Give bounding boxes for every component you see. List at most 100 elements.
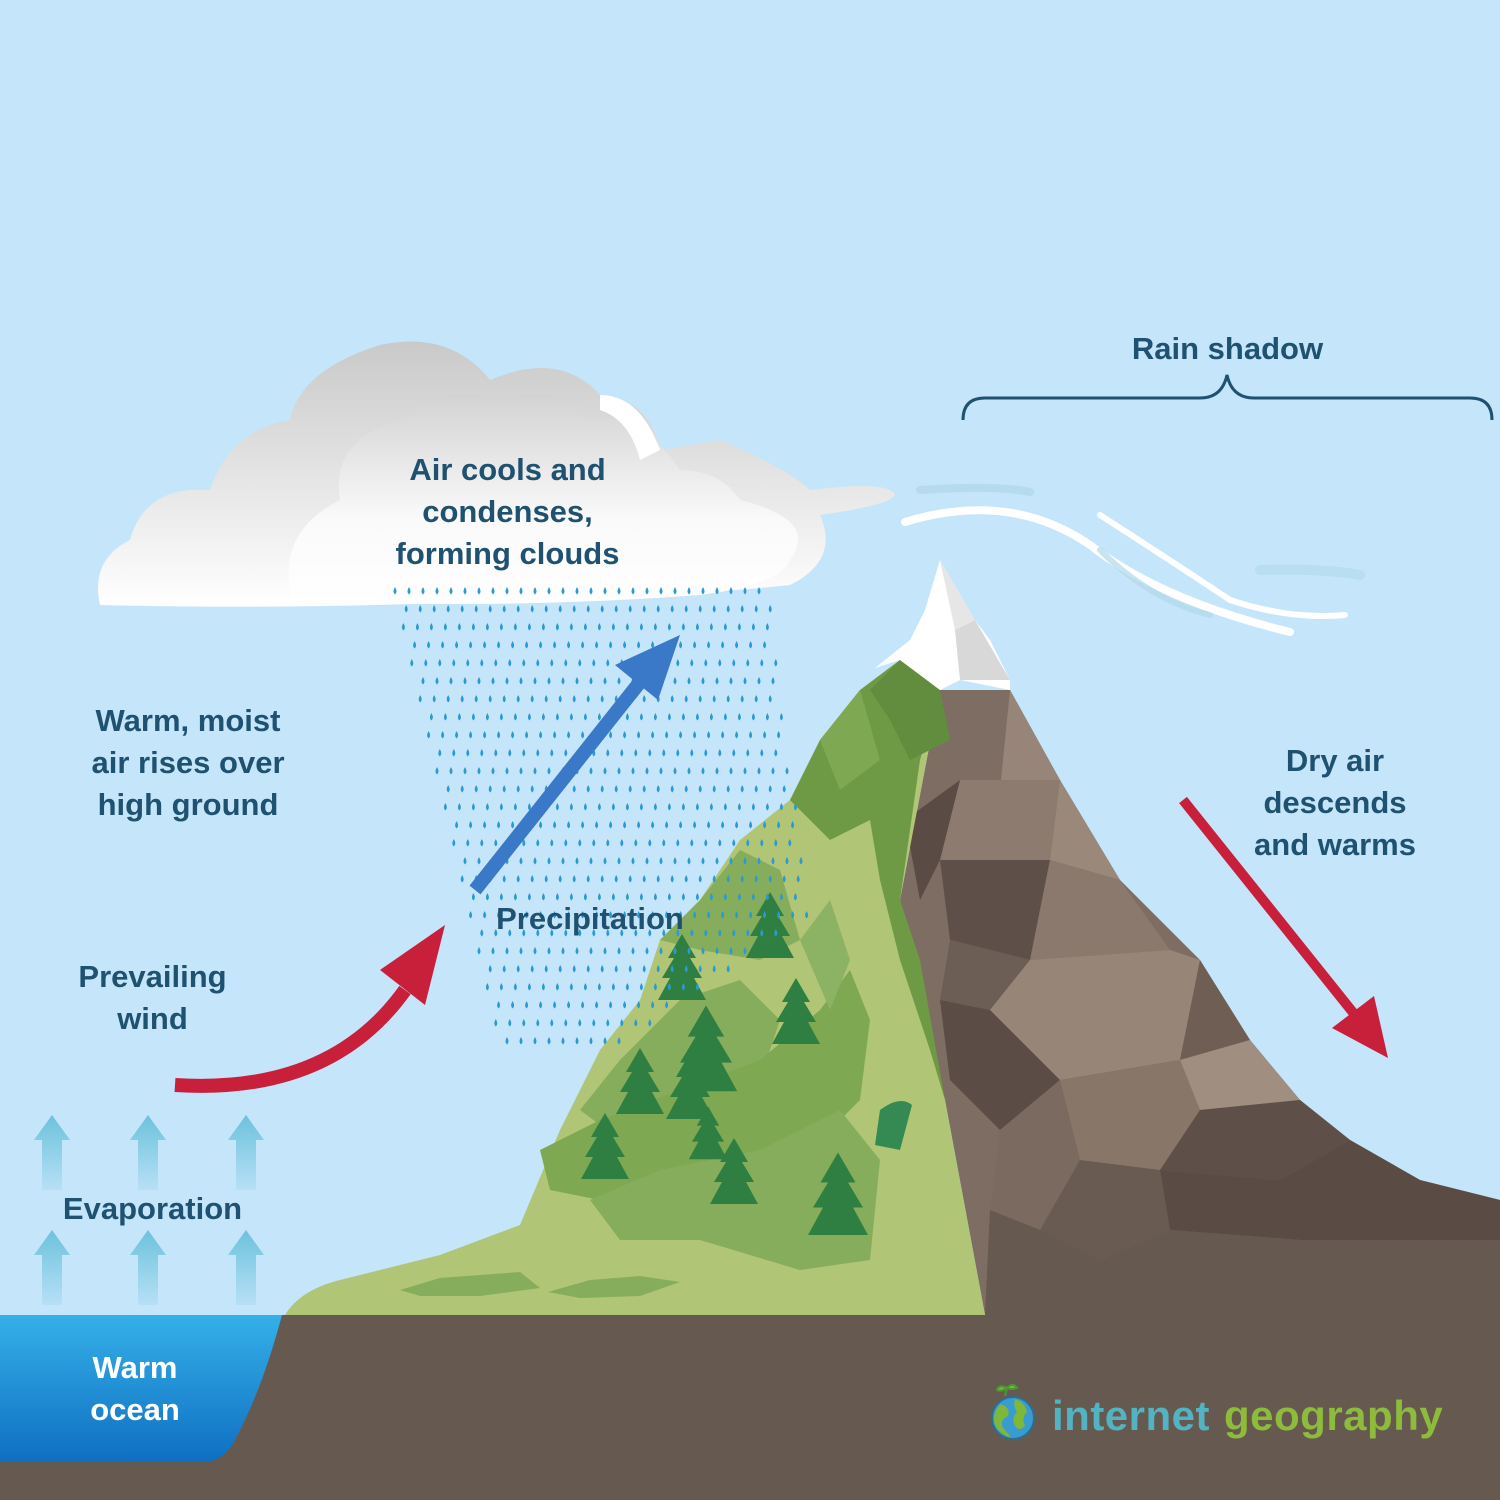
rain-drop <box>771 677 775 685</box>
rain-drop <box>539 911 543 919</box>
rain-drop <box>586 875 590 883</box>
rain-drop <box>457 713 461 721</box>
rain-drop <box>679 641 683 649</box>
rain-drop <box>516 695 520 703</box>
rain-drop <box>721 731 725 739</box>
rain-drop <box>693 911 697 919</box>
rain-drop <box>393 587 397 595</box>
rain-drop <box>505 947 509 955</box>
rain-drop <box>653 893 657 901</box>
rain-drop <box>494 659 498 667</box>
rain-drop <box>645 857 649 865</box>
rain-drop <box>564 929 568 937</box>
rain-drop <box>614 605 618 613</box>
prevailing-wind-arrow <box>174 925 445 1093</box>
rain-drop <box>760 749 764 757</box>
rain-drop <box>782 875 786 883</box>
rain-drop <box>555 983 559 991</box>
rain-drop <box>581 821 585 829</box>
rain-drop <box>569 893 573 901</box>
rain-drop <box>737 803 741 811</box>
rain-drop <box>760 659 764 667</box>
rain-drop <box>502 605 506 613</box>
rain-drop <box>522 659 526 667</box>
rain-drop <box>687 677 691 685</box>
rain-drop <box>687 767 691 775</box>
rain-drop <box>586 605 590 613</box>
rain-drop <box>513 623 517 631</box>
rain-drop <box>768 605 772 613</box>
rain-drop <box>673 857 677 865</box>
rain-drop <box>757 677 761 685</box>
rain-drop <box>774 659 778 667</box>
rain-drop <box>777 911 781 919</box>
rain-drop <box>701 767 705 775</box>
rain-drop <box>763 821 767 829</box>
rain-drop <box>777 731 781 739</box>
rain-drop <box>676 749 680 757</box>
rain-drop <box>639 713 643 721</box>
rain-drop <box>709 893 713 901</box>
rain-drop <box>656 785 660 793</box>
rain-drop <box>746 749 750 757</box>
rain-drop <box>581 1001 585 1009</box>
mountain-vegetation <box>285 660 985 1315</box>
rain-drop <box>774 839 778 847</box>
rain-drop <box>494 749 498 757</box>
rain-drop <box>544 965 548 973</box>
rain-drop <box>564 659 568 667</box>
rain-drop <box>667 713 671 721</box>
rain-drop <box>712 605 716 613</box>
rain-drop <box>519 587 523 595</box>
rain-drop <box>749 911 753 919</box>
rain-drop <box>589 947 593 955</box>
rain-drop <box>631 767 635 775</box>
rain-drop <box>653 713 657 721</box>
rain-drop <box>536 839 540 847</box>
rain-drop <box>763 731 767 739</box>
rain-drop <box>558 695 562 703</box>
rain-drop <box>779 893 783 901</box>
rain-drop <box>656 875 660 883</box>
rain-drop <box>721 641 725 649</box>
rain-drop <box>536 1019 540 1027</box>
rain-drop <box>452 659 456 667</box>
evaporation-label: Evaporation <box>62 1191 243 1226</box>
rain-drop <box>480 749 484 757</box>
rain-drop <box>662 839 666 847</box>
rain-drop <box>729 857 733 865</box>
rain-drop <box>595 1001 599 1009</box>
rain-drop <box>429 713 433 721</box>
rain-drop <box>651 821 655 829</box>
rain-drop <box>606 1019 610 1027</box>
rain-drop <box>544 875 548 883</box>
rain-drop <box>779 713 783 721</box>
rain-drop <box>606 839 610 847</box>
rain-drop <box>732 749 736 757</box>
rain-drop <box>583 983 587 991</box>
rain-drop <box>561 1037 565 1045</box>
rain-drop <box>597 713 601 721</box>
rain-drop <box>698 785 702 793</box>
rain-drop <box>679 821 683 829</box>
rain-drop <box>723 803 727 811</box>
rain-drop <box>533 767 537 775</box>
rain-drop <box>743 857 747 865</box>
dry-air-label: Dry air descends and warms <box>1254 743 1416 862</box>
rain-drop <box>547 1037 551 1045</box>
rain-drop <box>443 713 447 721</box>
rain-drop <box>505 587 509 595</box>
rain-drop <box>539 1001 543 1009</box>
rain-drop <box>771 767 775 775</box>
rain-drop <box>771 857 775 865</box>
rain-drop <box>698 875 702 883</box>
rain-drop <box>637 1001 641 1009</box>
rain-drop <box>684 695 688 703</box>
rain-drop <box>723 893 727 901</box>
rain-drop <box>754 605 758 613</box>
rain-drop <box>553 731 557 739</box>
rain-drop <box>726 875 730 883</box>
rain-drop <box>737 713 741 721</box>
rain-drop <box>477 677 481 685</box>
